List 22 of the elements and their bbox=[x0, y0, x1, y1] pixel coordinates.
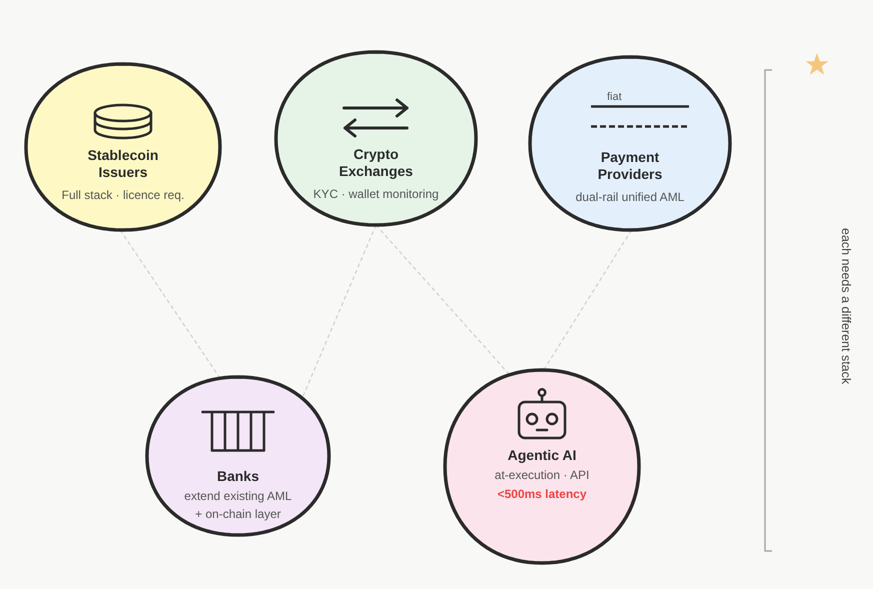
bubble-title: Stablecoin Issuers bbox=[86, 147, 160, 181]
bubble-description: KYC · wallet monitoring bbox=[313, 186, 439, 203]
dashed-connector bbox=[376, 224, 510, 376]
bubble-title: Crypto Exchanges bbox=[338, 146, 414, 180]
bubble-description: dual-rail unified AML bbox=[576, 189, 684, 206]
dashed-connector bbox=[302, 224, 377, 398]
dashed-connector bbox=[543, 230, 632, 370]
side-note: each needs a different stack bbox=[838, 228, 854, 384]
category-bubble bbox=[274, 50, 478, 227]
category-bubble bbox=[145, 375, 331, 537]
bubble-title: Payment Providers bbox=[596, 149, 664, 183]
bubble-title: Agentic AI bbox=[508, 447, 576, 464]
dashed-connector bbox=[120, 230, 221, 379]
bubble-title: Banks bbox=[216, 468, 260, 485]
bubble-description: extend existing AML + on-chain layer bbox=[183, 488, 293, 523]
rail-label: fiat bbox=[607, 91, 622, 104]
bubble-description: Full stack · licence req. bbox=[62, 187, 184, 204]
category-bubble bbox=[24, 62, 222, 232]
latency-note: <500ms latency bbox=[497, 486, 587, 503]
bubble-description: at-execution · API bbox=[494, 467, 590, 484]
category-bubble bbox=[528, 55, 732, 232]
category-bubble bbox=[443, 368, 641, 565]
